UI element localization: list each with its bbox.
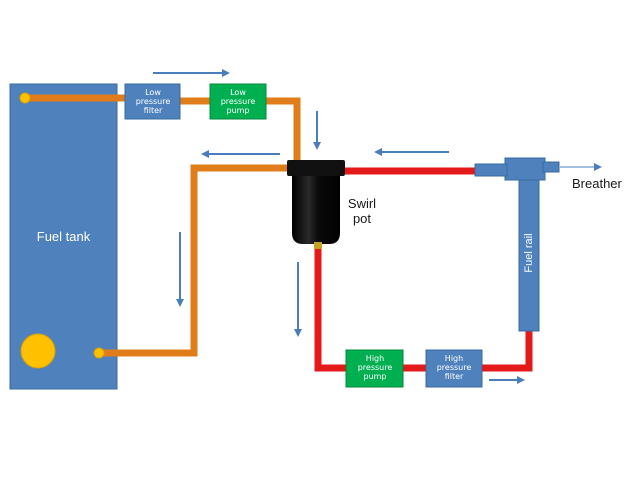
fuel-tank-float xyxy=(20,333,56,369)
fuel-rail xyxy=(518,175,540,332)
swirl-pot-outlet xyxy=(314,242,322,249)
fuel-rail-return-stub xyxy=(474,163,508,177)
swirl-pot-body xyxy=(292,176,340,244)
swirl-pot-cap xyxy=(287,160,345,176)
breather-stub xyxy=(542,161,560,173)
fuel-rail-header xyxy=(504,157,546,181)
high-pressure-filter-box xyxy=(425,349,483,388)
low-pressure-pump-box xyxy=(209,83,267,120)
tank-return-port xyxy=(93,347,105,359)
low-pressure-line-pump-to-pot xyxy=(266,97,301,165)
low-pressure-return-line xyxy=(99,164,290,357)
low-pressure-filter-box xyxy=(124,83,181,120)
high-pressure-pot-to-pump-line xyxy=(314,246,346,372)
high-pressure-filter-to-rail-line xyxy=(482,330,533,372)
tank-outlet-port xyxy=(19,92,31,104)
high-pressure-pump-box xyxy=(345,349,404,388)
